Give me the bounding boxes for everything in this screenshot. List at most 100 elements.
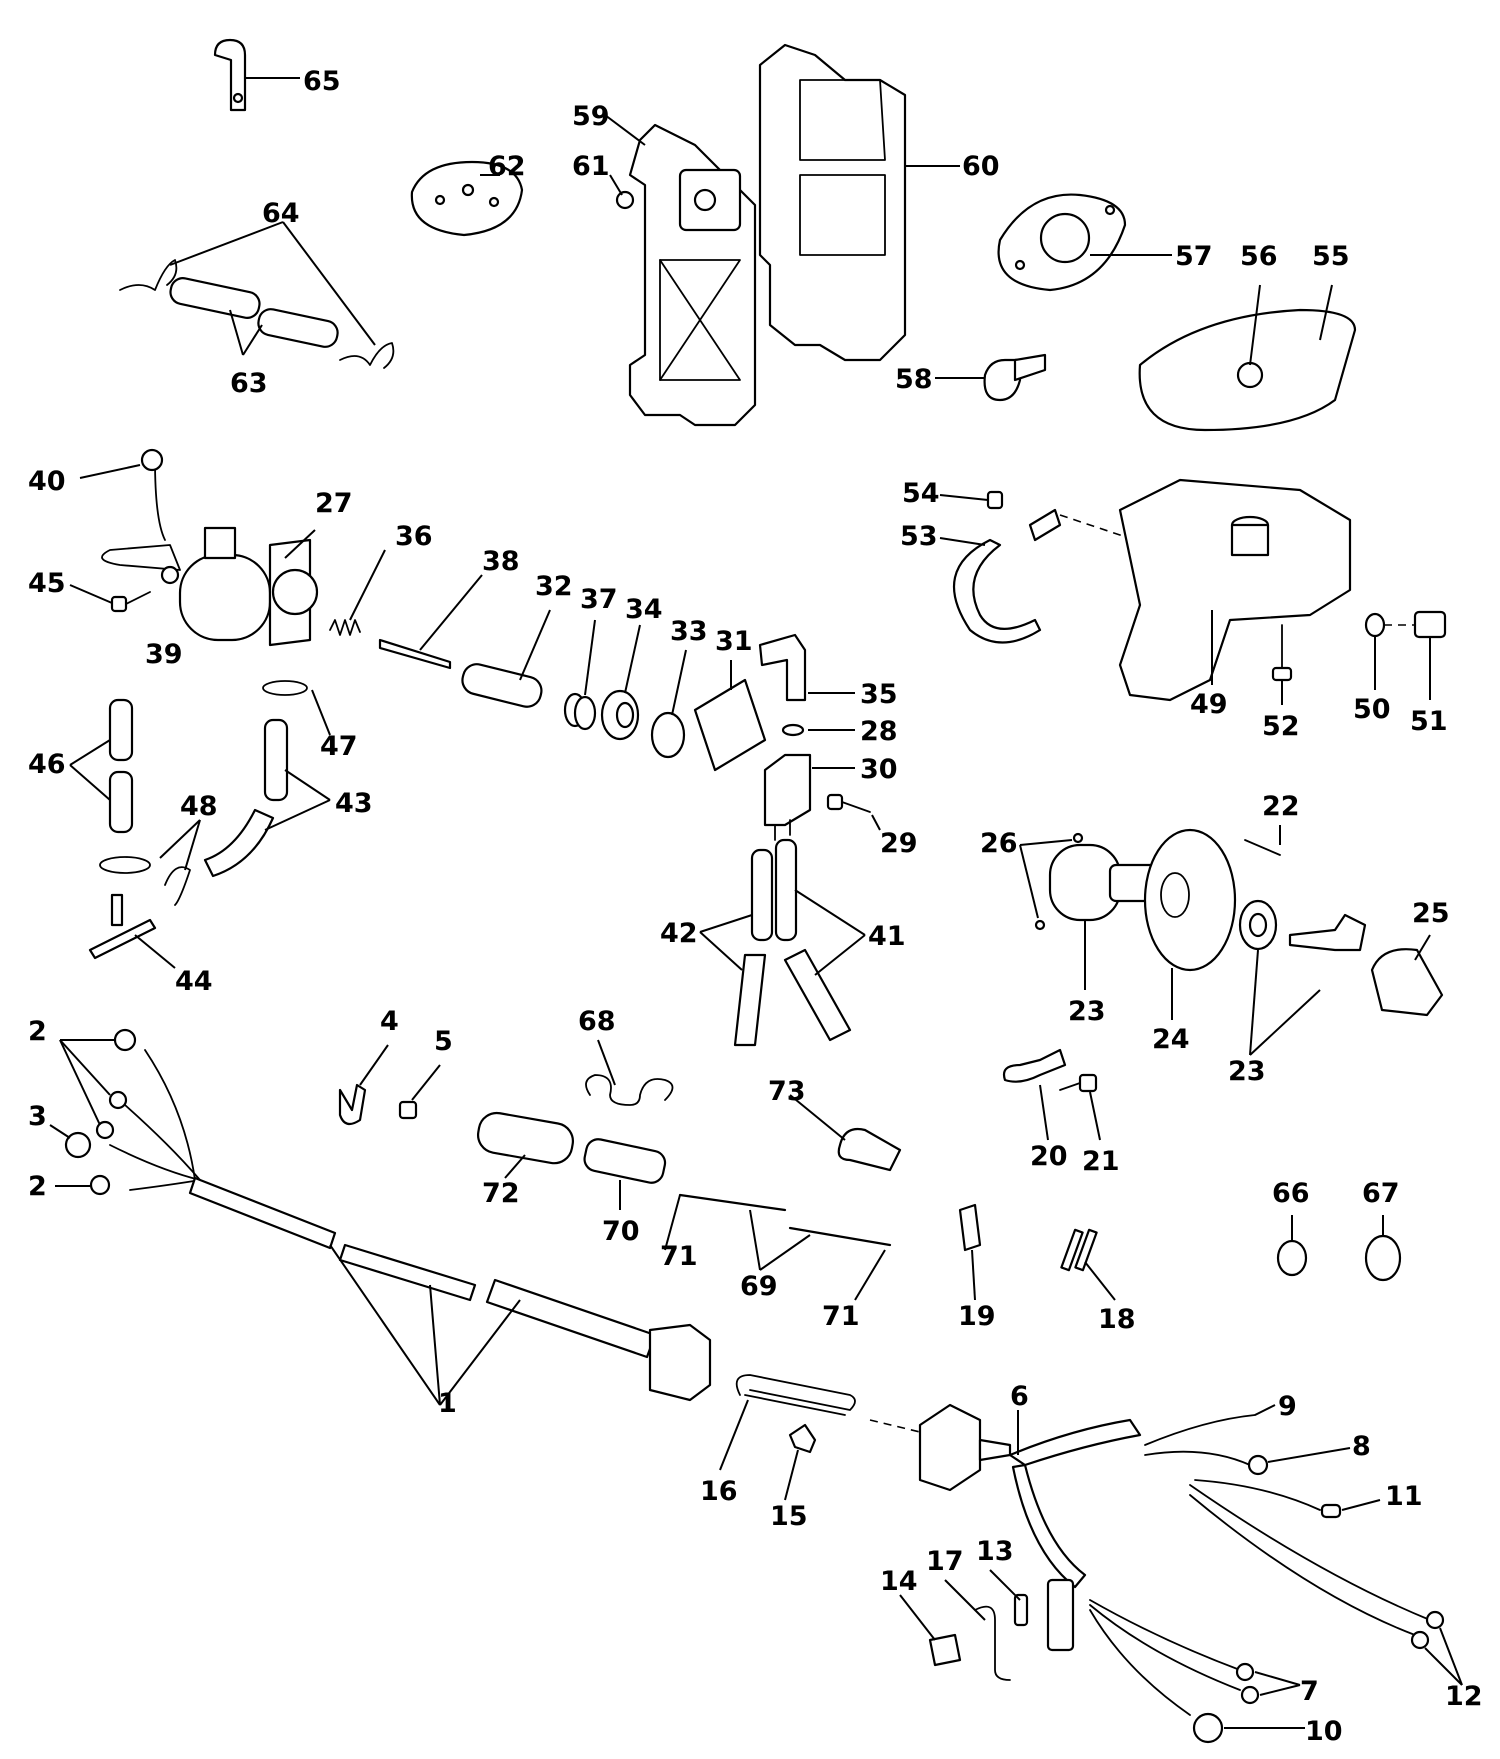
callout-49: 49 bbox=[1190, 689, 1228, 720]
callout-3: 3 bbox=[28, 1101, 47, 1132]
part-71-pin-ends bbox=[664, 1194, 886, 1301]
part-48-clamps bbox=[99, 819, 201, 906]
part-58-clamp bbox=[935, 353, 1047, 402]
part-10-terminal bbox=[1089, 1609, 1305, 1744]
part-53-bracket bbox=[939, 508, 1151, 644]
callout-56: 56 bbox=[1240, 241, 1278, 272]
part-3-terminal bbox=[49, 1124, 92, 1159]
callout-46: 46 bbox=[28, 749, 66, 780]
callout-2a: 2 bbox=[28, 1016, 47, 1047]
part-15-clip bbox=[784, 1423, 817, 1501]
callout-51: 51 bbox=[1410, 706, 1448, 737]
callout-38: 38 bbox=[482, 546, 520, 577]
part-46-hoses bbox=[69, 698, 134, 834]
callout-2b: 2 bbox=[28, 1171, 47, 1202]
callout-18: 18 bbox=[1098, 1304, 1136, 1335]
part-27-starter-motor bbox=[79, 448, 319, 647]
callout-26: 26 bbox=[980, 828, 1018, 859]
callout-54: 54 bbox=[902, 478, 940, 509]
callout-71a: 71 bbox=[660, 1241, 698, 1272]
part-62-cover-plate bbox=[410, 160, 524, 237]
part-18-strips bbox=[1060, 1228, 1116, 1301]
callout-12: 12 bbox=[1445, 1681, 1483, 1712]
callout-42: 42 bbox=[660, 918, 698, 949]
part-30-valve-body bbox=[763, 753, 855, 841]
callout-9: 9 bbox=[1278, 1391, 1297, 1422]
callout-7: 7 bbox=[1300, 1676, 1319, 1707]
callout-25: 25 bbox=[1412, 898, 1450, 929]
part-52-screw bbox=[1271, 624, 1293, 705]
callout-22: 22 bbox=[1262, 791, 1300, 822]
callout-23b: 23 bbox=[1228, 1056, 1266, 1087]
callout-70: 70 bbox=[602, 1216, 640, 1247]
part-45-screw bbox=[69, 584, 151, 613]
part-13-connector bbox=[989, 1569, 1075, 1652]
part-59-adapter-plate bbox=[604, 114, 757, 427]
part-36-spring bbox=[329, 549, 386, 636]
part-14-clip bbox=[899, 1594, 962, 1667]
part-28-o-ring bbox=[781, 723, 855, 737]
part-38-pin bbox=[378, 574, 483, 670]
part-4-clamp bbox=[338, 1044, 389, 1126]
part-50-washer bbox=[1364, 612, 1386, 690]
part-70-plug bbox=[583, 1138, 667, 1210]
part-65-clamp bbox=[213, 38, 300, 112]
part-16-retainer bbox=[719, 1374, 921, 1471]
callout-69: 69 bbox=[740, 1271, 778, 1302]
callout-50: 50 bbox=[1353, 694, 1391, 725]
part-51-plug bbox=[1384, 610, 1447, 700]
callout-53: 53 bbox=[900, 521, 938, 552]
callout-48: 48 bbox=[180, 791, 218, 822]
callout-68: 68 bbox=[578, 1006, 616, 1037]
callout-47: 47 bbox=[320, 731, 358, 762]
part-20-clamp bbox=[1002, 1048, 1067, 1141]
part-66-grommet bbox=[1276, 1215, 1308, 1277]
callout-16: 16 bbox=[700, 1476, 738, 1507]
part-72-sleeve bbox=[476, 1111, 574, 1179]
callout-14: 14 bbox=[880, 1566, 918, 1597]
callout-43: 43 bbox=[335, 788, 373, 819]
part-8-terminal bbox=[1144, 1447, 1351, 1476]
callout-71b: 71 bbox=[822, 1301, 860, 1332]
callout-66: 66 bbox=[1272, 1178, 1310, 1209]
callout-27: 27 bbox=[315, 488, 353, 519]
part-63-64-hoses-clips bbox=[119, 221, 395, 369]
callout-28: 28 bbox=[860, 716, 898, 747]
callout-29: 29 bbox=[880, 828, 918, 859]
part-5-screw bbox=[398, 1064, 441, 1120]
callout-59: 59 bbox=[572, 101, 610, 132]
part-54-screw bbox=[939, 490, 1004, 510]
part-61-screw bbox=[609, 174, 635, 210]
callout-11: 11 bbox=[1385, 1481, 1423, 1512]
part-67-grommet bbox=[1364, 1215, 1402, 1282]
callout-62: 62 bbox=[488, 151, 526, 182]
callout-34: 34 bbox=[625, 594, 663, 625]
part-21-screw bbox=[1059, 1073, 1101, 1141]
part-44-tee bbox=[88, 893, 176, 969]
part-12-terminals bbox=[1189, 1484, 1463, 1686]
part-41-42-hoses bbox=[699, 838, 866, 1047]
part-29-screw bbox=[826, 793, 881, 831]
callout-8: 8 bbox=[1352, 1431, 1371, 1462]
part-2-terminals bbox=[55, 1028, 137, 1196]
part-35-elbow bbox=[758, 633, 855, 702]
part-47-clamp bbox=[262, 680, 331, 736]
callout-6: 6 bbox=[1010, 1381, 1029, 1412]
part-60-gasket bbox=[758, 43, 960, 362]
callout-72: 72 bbox=[482, 1178, 520, 1209]
callout-63: 63 bbox=[230, 368, 268, 399]
callout-labels: 1 2 2 3 4 5 6 7 8 9 10 11 12 13 14 15 16… bbox=[28, 66, 1483, 1747]
callout-57: 57 bbox=[1175, 241, 1213, 272]
part-32-tube bbox=[461, 609, 551, 708]
part-43-hoses bbox=[203, 718, 331, 878]
callout-41: 41 bbox=[868, 921, 906, 952]
callout-31: 31 bbox=[715, 626, 753, 657]
callout-32: 32 bbox=[535, 571, 573, 602]
callout-39: 39 bbox=[145, 639, 183, 670]
callout-19: 19 bbox=[958, 1301, 996, 1332]
callout-37: 37 bbox=[580, 584, 618, 615]
callout-35: 35 bbox=[860, 679, 898, 710]
part-73-boot bbox=[789, 1094, 902, 1172]
part-57-gasket bbox=[997, 193, 1172, 292]
